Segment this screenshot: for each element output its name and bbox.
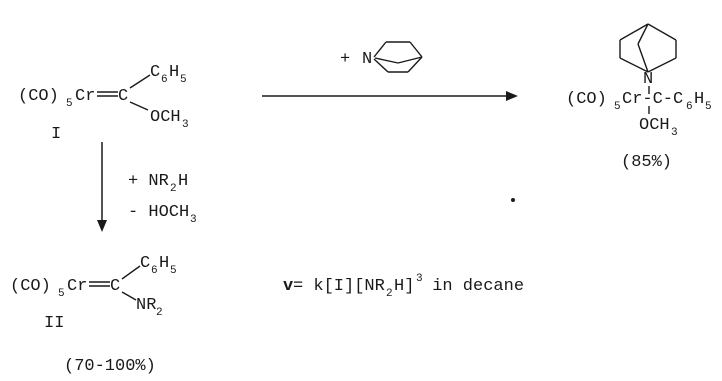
- compound-i-methoxy-bond: [129, 101, 149, 111]
- down-arrow-reagent-1-h: H: [178, 172, 188, 191]
- top-product-phenyl-sub2: 5: [705, 101, 712, 113]
- compound-ii-phenyl-c: C: [140, 254, 150, 273]
- compound-ii-metal: Cr: [67, 277, 87, 296]
- down-arrow-reagent-2: - HOCH: [128, 203, 189, 222]
- top-product-n: N: [643, 70, 653, 89]
- compound-ii-amine-bond: [121, 291, 137, 301]
- compound-ii: (CO) 5 Cr C C 6 H 5 NR 2 II (70-100%): [10, 254, 177, 376]
- down-arrow-reagent-1: + NR: [128, 172, 169, 191]
- compound-i-phenyl-c: C: [150, 63, 160, 82]
- quinuclidine-product-ring: [619, 23, 677, 73]
- compound-i-phenyl-sub2: 5: [180, 74, 187, 86]
- top-product-metal-prefix-sub: 5: [614, 101, 621, 113]
- top-product-chain: Cr-C-C: [622, 90, 683, 109]
- rate-law-expression: = k[I][NR: [293, 277, 385, 296]
- compound-i-phenyl-h: H: [169, 63, 179, 82]
- top-product-phenyl-sub1: 6: [686, 101, 693, 113]
- rate-law-symbol: v: [283, 277, 293, 296]
- compound-i-metal: Cr: [75, 87, 95, 106]
- top-product-yield: (85%): [621, 153, 672, 172]
- compound-i-carbene-carbon: C: [118, 87, 128, 106]
- compound-ii-amine: NR: [136, 296, 156, 315]
- down-arrow-reagent-1-sub: 2: [170, 183, 177, 195]
- compound-ii-phenyl-bond: [121, 265, 141, 280]
- top-arrow-head: [506, 91, 518, 101]
- compound-ii-phenyl-sub1: 6: [151, 265, 158, 277]
- compound-ii-metal-prefix-sub: 5: [58, 288, 65, 300]
- compound-ii-phenyl-sub2: 5: [170, 265, 177, 277]
- compound-ii-phenyl-h: H: [159, 254, 169, 273]
- compound-i-metal-prefix-sub: 5: [66, 98, 73, 110]
- top-product-phenyl-h: H: [694, 90, 704, 109]
- compound-i-phenyl-bond: [129, 74, 151, 89]
- rate-law-close: H]: [394, 277, 414, 296]
- top-reaction-arrow: + N: [262, 41, 518, 101]
- down-reaction-arrow: + NR 2 H - HOCH 3: [97, 142, 197, 232]
- top-arrow-plus: +: [340, 50, 350, 69]
- top-product-methoxy-sub: 3: [671, 127, 678, 139]
- compound-ii-label: II: [44, 314, 64, 333]
- rate-law-exponent: 3: [416, 273, 423, 285]
- compound-ii-metal-prefix: (CO): [10, 277, 51, 296]
- down-arrow-head: [97, 220, 107, 232]
- compound-i-phenyl-sub1: 6: [161, 74, 168, 86]
- top-product-metal-prefix: (CO): [566, 90, 607, 109]
- compound-i-metal-prefix: (CO): [18, 87, 59, 106]
- compound-i-methoxy: OCH: [150, 108, 181, 127]
- compound-ii-amine-sub: 2: [156, 307, 163, 319]
- rate-law-sub: 2: [386, 288, 393, 300]
- down-arrow-reagent-2-sub: 3: [190, 214, 197, 226]
- stray-dot: [511, 198, 515, 202]
- top-product: N (CO) 5 Cr-C-C 6 H 5 OCH 3 (85%): [566, 23, 712, 172]
- compound-i-label: I: [51, 125, 61, 144]
- top-product-methoxy: OCH: [639, 116, 670, 135]
- rate-law: v = k[I][NR 2 H] 3 in decane: [283, 273, 524, 300]
- quinuclidine-n: N: [362, 50, 372, 69]
- compound-ii-yield: (70-100%): [64, 357, 156, 376]
- compound-i: (CO) 5 Cr C C 6 H 5 OCH 3 I: [18, 63, 189, 144]
- compound-i-methoxy-sub: 3: [182, 119, 189, 131]
- compound-ii-carbene-carbon: C: [110, 277, 120, 296]
- quinuclidine-structure: [373, 41, 423, 73]
- rate-law-solvent: in decane: [422, 277, 524, 296]
